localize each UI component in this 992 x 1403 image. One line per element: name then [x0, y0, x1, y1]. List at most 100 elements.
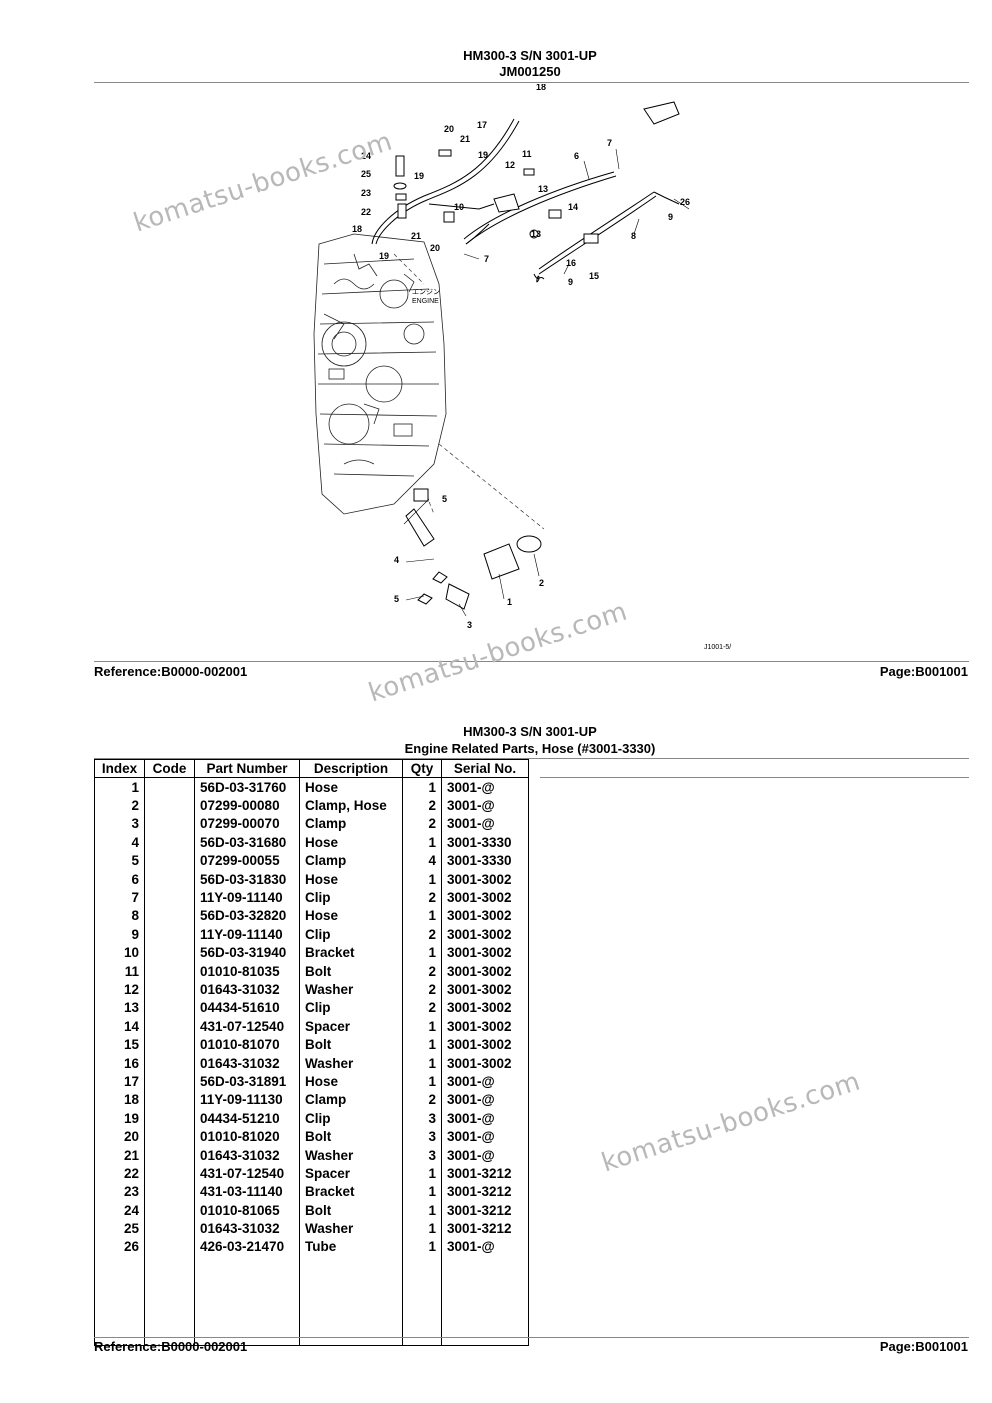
callout-26: 26 — [680, 197, 690, 207]
callout-10: 10 — [454, 202, 464, 212]
cell-index: 9 — [94, 925, 145, 944]
cell-index: 14 — [94, 1017, 145, 1036]
callout-15: 15 — [589, 271, 599, 281]
cell-part-number: 11Y-09-11140 — [194, 888, 300, 907]
callout-18b: 18 — [352, 224, 362, 234]
cell-code — [144, 998, 195, 1018]
cell-serial: 3001-@ — [441, 1237, 529, 1257]
parts-list-top-rule — [94, 758, 969, 759]
cell-qty: 2 — [402, 980, 442, 999]
cell-code — [144, 1200, 195, 1220]
cell-serial: 3001-@ — [441, 796, 529, 815]
callout-25: 25 — [361, 169, 371, 179]
cell-serial: 3001-3002 — [441, 1053, 529, 1073]
cell-description: Hose — [299, 833, 403, 852]
cell-part-number: 56D-03-31891 — [194, 1072, 300, 1091]
cell-index: 26 — [94, 1237, 145, 1257]
cell-qty: 1 — [402, 777, 442, 797]
cell-description: Clip — [299, 888, 403, 907]
callout-11: 11 — [522, 149, 532, 159]
cell-index: 1 — [94, 777, 145, 797]
callout-2: 2 — [539, 578, 544, 588]
callout-13b: 13 — [531, 229, 541, 239]
cell-description: Bracket — [299, 1182, 403, 1201]
cell-code — [144, 1145, 195, 1165]
cell-serial: 3001-3212 — [441, 1219, 529, 1238]
cell-code — [144, 1219, 195, 1238]
page2-bottom-rule — [94, 1337, 969, 1338]
cell-index: 12 — [94, 980, 145, 999]
cell-description: Washer — [299, 1145, 403, 1165]
callout-19: 19 — [478, 150, 488, 160]
cell-qty: 3 — [402, 1109, 442, 1128]
cell-serial: 3001-3002 — [441, 1035, 529, 1054]
cell-qty: 2 — [402, 1090, 442, 1110]
cell-serial: 3001-@ — [441, 777, 529, 797]
cell-description: Clip — [299, 1109, 403, 1128]
cell-serial: 3001-3002 — [441, 980, 529, 999]
cell-part-number: 56D-03-31680 — [194, 833, 300, 852]
cell-code — [144, 980, 195, 999]
cell-description: Bolt — [299, 961, 403, 981]
cell-qty: 2 — [402, 796, 442, 815]
page1-bottom-rule — [94, 661, 969, 662]
engine-block — [313, 233, 447, 515]
top-rule — [94, 82, 969, 83]
callout-21b: 21 — [411, 231, 421, 241]
cell-index: 21 — [94, 1145, 145, 1165]
cell-serial: 3001-@ — [441, 1090, 529, 1110]
cell-code — [144, 1109, 195, 1128]
callout-13: 13 — [538, 184, 548, 194]
cell-index: 23 — [94, 1182, 145, 1201]
callout-7b: 7 — [484, 254, 489, 264]
cell-index: 7 — [94, 888, 145, 907]
callout-labels: 18 17 20 21 19 24 25 23 22 18 19 10 21 2… — [352, 84, 690, 630]
callout-7: 7 — [607, 138, 612, 148]
illustration-model-title: HM300-3 S/N 3001-UP — [463, 48, 597, 63]
cell-description: Clip — [299, 925, 403, 944]
cell-description: Washer — [299, 1219, 403, 1238]
cell-description: Washer — [299, 980, 403, 999]
cell-description: Hose — [299, 777, 403, 797]
cell-serial: 3001-3002 — [441, 888, 529, 907]
cell-code — [144, 1164, 195, 1183]
cell-part-number: 07299-00070 — [194, 814, 300, 834]
callout-17: 17 — [477, 120, 487, 130]
cell-index: 17 — [94, 1072, 145, 1091]
cell-index: 16 — [94, 1053, 145, 1073]
cell-code — [144, 1053, 195, 1073]
cell-part-number: 01643-31032 — [194, 980, 300, 999]
cell-part-number: 11Y-09-11130 — [194, 1090, 300, 1110]
cell-index: 15 — [94, 1035, 145, 1054]
callout-4: 4 — [394, 555, 399, 565]
cell-code — [144, 869, 195, 889]
page1-page-number: Page:B001001 — [879, 664, 968, 679]
watermark-3: komatsu-books.com — [598, 1066, 865, 1179]
page2-page-number: Page:B001001 — [879, 1339, 968, 1354]
cell-qty: 2 — [402, 961, 442, 981]
cell-part-number: 04434-51210 — [194, 1109, 300, 1128]
cell-qty: 2 — [402, 814, 442, 834]
cell-description: Hose — [299, 1072, 403, 1091]
cell-serial: 3001-@ — [441, 814, 529, 834]
callout-19b: 19 — [414, 171, 424, 181]
callout-8: 8 — [631, 231, 636, 241]
cell-part-number: 04434-51610 — [194, 998, 300, 1018]
cell-part-number: 431-03-11140 — [194, 1182, 300, 1201]
col-index: Index — [94, 759, 145, 778]
cell-qty: 1 — [402, 906, 442, 926]
cell-qty: 4 — [402, 851, 442, 870]
cell-index: 6 — [94, 869, 145, 889]
cell-serial: 3001-3002 — [441, 961, 529, 981]
cell-index: 10 — [94, 943, 145, 962]
